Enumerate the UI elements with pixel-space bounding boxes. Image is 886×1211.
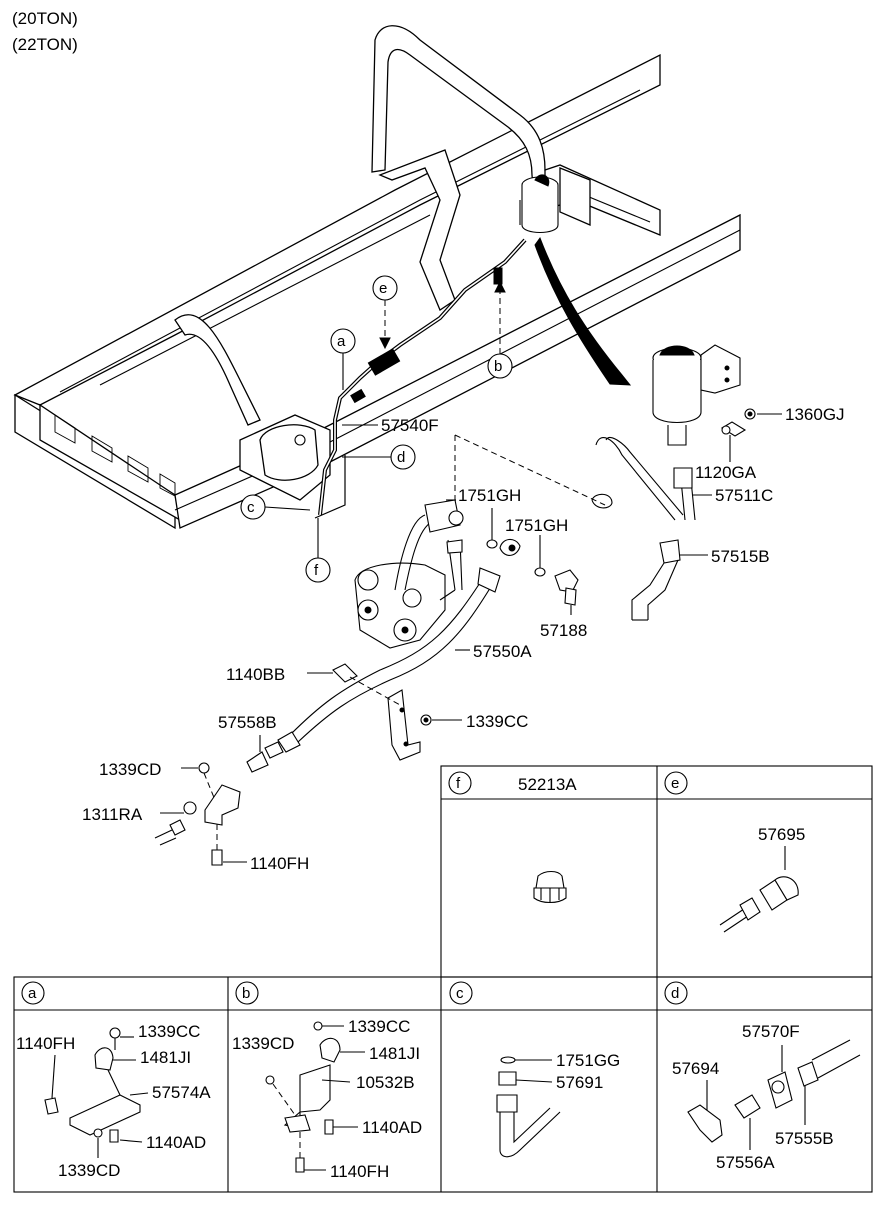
panel-c: c 1751GG 57691 (449, 981, 620, 1158)
panel-f: f 52213A (448, 771, 577, 904)
panel-d-label-57694: 57694 (672, 1059, 719, 1078)
label-1751GH-2: 1751GH (505, 516, 568, 535)
clip-icon (591, 493, 613, 509)
liquid-pipe-57540F (314, 238, 527, 519)
callout-e[interactable]: e (372, 275, 398, 350)
oring-1751GH-1 (486, 539, 498, 549)
cap-52213A-icon (533, 870, 567, 904)
panel-f-part: 52213A (518, 775, 577, 794)
label-57188: 57188 (540, 621, 587, 640)
detail-arrow (534, 236, 632, 386)
panel-a-label-1140AD: 1140AD (146, 1133, 206, 1152)
label-1120GA: 1120GA (695, 463, 757, 482)
compressor (354, 499, 464, 649)
callout-c[interactable]: c (240, 494, 311, 520)
panel-d-tag: d (671, 985, 679, 1002)
panel-e-part: 57695 (758, 825, 805, 844)
clamp-bracket-a-icon (44, 1027, 149, 1158)
panel-a-tag: a (28, 985, 37, 1002)
clamp-bracket-b-icon (265, 1021, 365, 1173)
svg-text:d: d (397, 449, 405, 466)
header-22ton: (22TON) (12, 35, 78, 54)
panel-d-label-57556A: 57556A (716, 1153, 775, 1172)
panel-b: b 1339CD 1339CC 1481JI 10532B 1140AD 114… (232, 981, 422, 1181)
panel-a-label-1339CD: 1339CD (58, 1161, 120, 1180)
panel-a-label-1481JI: 1481JI (140, 1048, 191, 1067)
receiver-dryer-installed (519, 174, 559, 234)
callout-a[interactable]: a (330, 328, 356, 390)
nut-1339CC (420, 714, 432, 726)
panel-e-tag: e (671, 775, 679, 792)
svg-text:f: f (314, 562, 319, 579)
nut-1360GJ (744, 408, 756, 420)
label-1311RA: 1311RA (82, 805, 143, 824)
pipe-fitting-c-icon (496, 1056, 561, 1158)
callout-d[interactable]: d (342, 444, 416, 470)
svg-text:b: b (494, 358, 502, 375)
hose-bracket (387, 689, 421, 761)
panel-a-label-1339CC: 1339CC (138, 1022, 200, 1041)
bolt-1140BB (332, 663, 401, 706)
panel-d-label-57555B: 57555B (775, 1129, 834, 1148)
callout-b[interactable]: b (487, 280, 513, 379)
label-57511C: 57511C (715, 486, 773, 505)
panel-b-label-10532B: 10532B (356, 1073, 415, 1092)
callout-f[interactable]: f (305, 518, 331, 583)
panel-c-label-57691: 57691 (556, 1073, 603, 1092)
hose-57511C (595, 436, 712, 521)
fitting-57695-icon (719, 876, 799, 933)
label-1339CC: 1339CC (466, 712, 528, 731)
panel-d: d 57570F 57694 57555B 57556A (664, 981, 861, 1172)
svg-text:e: e (379, 280, 387, 297)
panel-b-label-1140FH: 1140FH (330, 1162, 389, 1181)
detail-panels-grid (13, 765, 873, 1193)
panel-e: e 57695 (664, 771, 805, 933)
panel-c-tag: c (456, 985, 464, 1002)
receiver-dryer-detail (652, 344, 741, 446)
header-20ton: (20TON) (12, 9, 78, 28)
fitting-57188 (499, 538, 579, 606)
label-1360GJ: 1360GJ (785, 405, 845, 424)
fitting-57558B (246, 731, 301, 773)
panel-b-label-1140AD: 1140AD (362, 1118, 422, 1137)
lower-bracket (154, 762, 241, 866)
panel-b-tag: b (242, 985, 250, 1002)
panel-a-label-57574A: 57574A (152, 1083, 211, 1102)
panel-c-label-1751GG: 1751GG (556, 1051, 620, 1070)
hose-57550A (289, 567, 501, 743)
panel-b-label-1339CC: 1339CC (348, 1017, 410, 1036)
label-57515B: 57515B (711, 547, 770, 566)
label-1339CD: 1339CD (99, 760, 161, 779)
panel-b-label-1481JI: 1481JI (369, 1044, 420, 1063)
svg-text:a: a (337, 333, 346, 350)
label-1140BB: 1140BB (226, 665, 285, 684)
bolt-1120GA (720, 421, 747, 437)
chassis-frame (13, 25, 741, 530)
panel-b-label-1339CD: 1339CD (232, 1034, 294, 1053)
label-57550A: 57550A (473, 642, 532, 661)
dashed-leader (454, 434, 606, 520)
panel-a: a 1140FH 1339CC 1481JI 57574A 1140AD 133… (16, 981, 211, 1180)
panel-a-label-1140FH: 1140FH (16, 1034, 75, 1053)
fittings-d-icon (687, 1039, 861, 1150)
hose-57515B (631, 539, 708, 621)
label-1751GH-1: 1751GH (458, 486, 521, 505)
panel-f-tag: f (456, 775, 461, 792)
svg-text:c: c (247, 499, 255, 516)
label-1140FH: 1140FH (250, 854, 309, 873)
label-57540F: 57540F (381, 416, 439, 435)
label-57558B: 57558B (218, 713, 277, 732)
panel-d-label-57570F: 57570F (742, 1022, 800, 1041)
